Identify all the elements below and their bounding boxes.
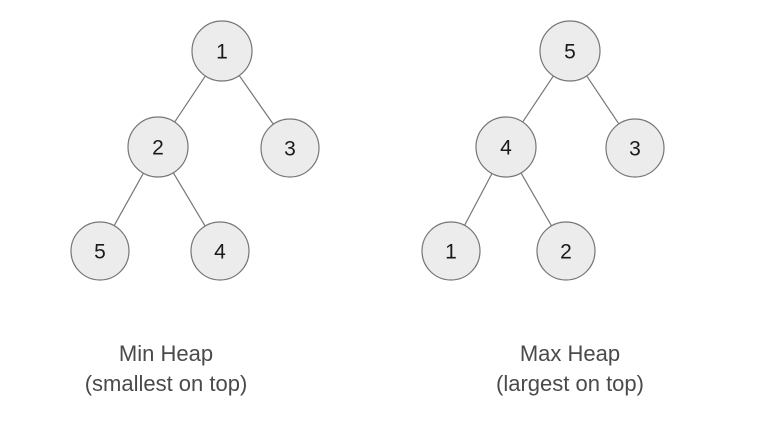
node-label-max-n2: 2	[560, 241, 572, 264]
tree-edge-max-n4-max-n1	[464, 173, 493, 226]
node-label-min-n3: 3	[284, 138, 296, 161]
tree-node-min-n5[interactable]: 5	[70, 221, 130, 281]
tree-edge-min-n2-min-n4	[172, 172, 206, 227]
node-label-max-n1: 1	[445, 241, 457, 264]
caption-subtitle-min-heap: (smallest on top)	[85, 371, 248, 396]
tree-node-min-root[interactable]: 1	[191, 20, 253, 82]
node-circle-max-n1[interactable]	[421, 221, 481, 281]
tree-edge-max-n4-max-n2	[520, 172, 553, 227]
tree-edge-min-n2-min-n5	[113, 172, 144, 226]
tree-node-min-n2[interactable]: 2	[127, 116, 189, 178]
tree-node-min-n3[interactable]: 3	[260, 118, 320, 178]
tree-edge-min-root-min-n3	[238, 75, 274, 125]
node-label-min-n2: 2	[152, 137, 164, 160]
node-label-max-n3: 3	[629, 138, 641, 161]
node-circle-max-n4[interactable]	[475, 116, 537, 178]
caption-title-max-heap: Max Heap	[520, 341, 620, 366]
caption-title-min-heap: Min Heap	[119, 341, 213, 366]
tree-node-max-n2[interactable]: 2	[536, 221, 596, 281]
node-circle-max-n2[interactable]	[536, 221, 596, 281]
tree-node-max-n3[interactable]: 3	[605, 118, 665, 178]
tree-edge-max-root-max-n3	[586, 75, 620, 125]
node-circle-max-n3[interactable]	[605, 118, 665, 178]
tree-node-max-n4[interactable]: 4	[475, 116, 537, 178]
node-label-min-root: 1	[216, 41, 228, 64]
tree-edge-max-root-max-n4	[522, 75, 554, 123]
node-circle-min-root[interactable]	[191, 20, 253, 82]
node-label-max-n4: 4	[500, 137, 512, 160]
node-label-min-n4: 4	[214, 241, 226, 264]
caption-subtitle-max-heap: (largest on top)	[496, 371, 644, 396]
node-circle-min-n4[interactable]	[190, 221, 250, 281]
tree-node-max-n1[interactable]: 1	[421, 221, 481, 281]
node-label-max-root: 5	[564, 41, 576, 64]
tree-node-min-n4[interactable]: 4	[190, 221, 250, 281]
tree-node-max-root[interactable]: 5	[539, 20, 601, 82]
node-label-min-n5: 5	[94, 241, 106, 264]
node-circle-max-root[interactable]	[539, 20, 601, 82]
tree-edge-min-root-min-n2	[174, 75, 206, 123]
node-circle-min-n3[interactable]	[260, 118, 320, 178]
node-circle-min-n2[interactable]	[127, 116, 189, 178]
node-circle-min-n5[interactable]	[70, 221, 130, 281]
